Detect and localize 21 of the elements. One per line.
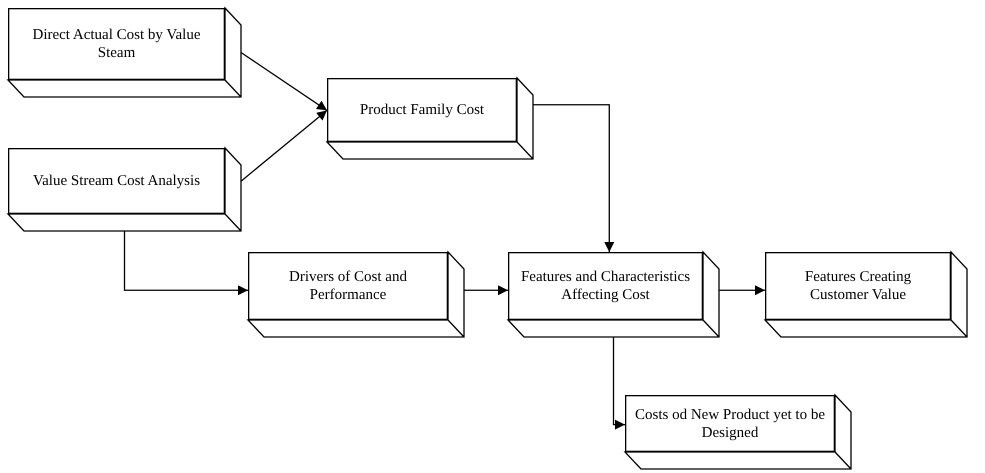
box-label: Features Creating Customer Value [804, 268, 912, 305]
arrow [612, 337, 625, 430]
3d-box [8, 8, 241, 97]
box-label: Drivers of Cost and Performance [288, 268, 408, 305]
arrow [124, 231, 248, 296]
3d-box [327, 78, 533, 159]
box-label: Costs od New Product yet to be Designed [634, 406, 826, 442]
arrow [533, 104, 614, 252]
3d-box [508, 252, 719, 337]
arrow [719, 285, 765, 296]
arrow [240, 110, 328, 182]
box-label: Direct Actual Cost by Value Steam [31, 26, 202, 63]
3d-box [248, 252, 464, 337]
box-label: Features and Characteristics Affecting Cost [520, 268, 692, 305]
box-label: Value Stream Cost Analysis [32, 172, 202, 191]
3d-box [625, 395, 851, 469]
arrow [464, 285, 508, 296]
box-label: Product Family Cost [358, 101, 486, 120]
arrow [240, 52, 328, 111]
3d-box [8, 148, 241, 231]
3d-box [765, 252, 967, 337]
